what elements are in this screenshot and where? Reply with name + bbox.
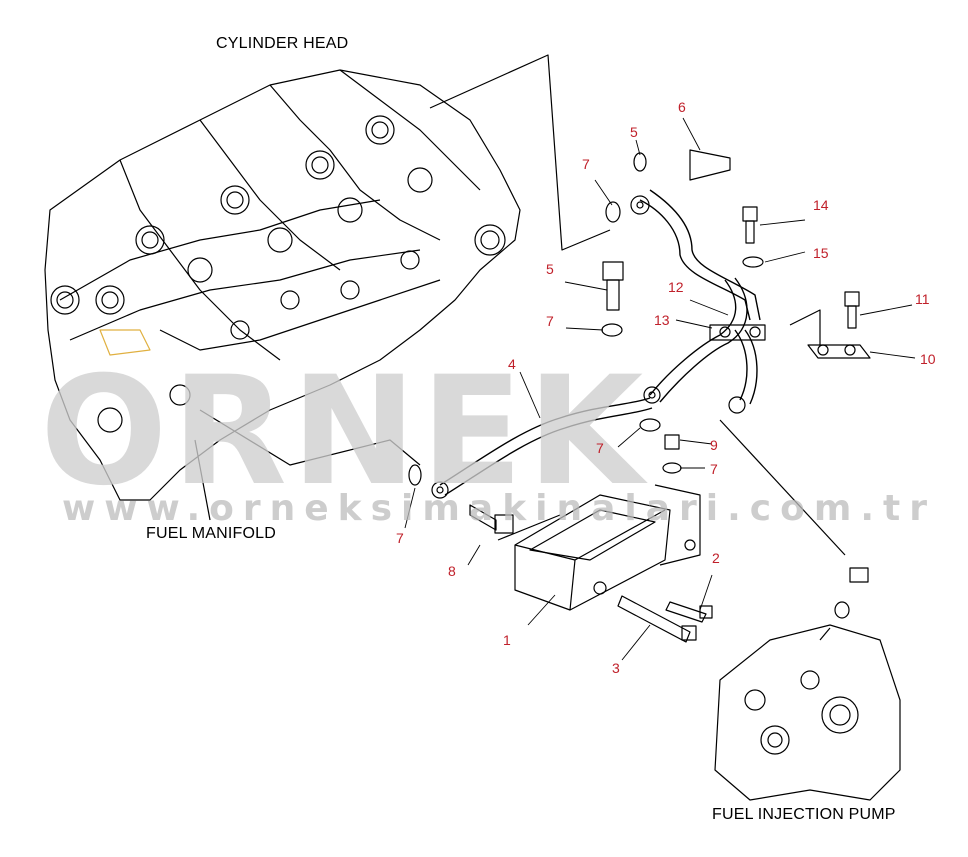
fuel-manifold-block [497, 484, 701, 611]
callout-11: 11 [915, 291, 930, 307]
callout-12: 12 [668, 279, 684, 295]
label-cylinder-head: CYLINDER HEAD [216, 35, 349, 52]
callout-1: 1 [503, 632, 511, 648]
callout-7-e: 7 [396, 530, 404, 546]
label-fuel-manifold: FUEL MANIFOLD [146, 525, 277, 542]
washers [408, 152, 850, 619]
callout-15: 15 [813, 245, 829, 261]
callout-7-d: 7 [710, 461, 718, 477]
callout-3: 3 [612, 660, 620, 676]
callout-8: 8 [448, 563, 456, 579]
bolts [469, 149, 869, 643]
callout-leaders [404, 117, 916, 661]
callout-5-upper: 5 [630, 124, 638, 140]
callout-10: 10 [920, 351, 936, 367]
callout-14: 14 [813, 197, 829, 213]
callout-7-c: 7 [596, 440, 604, 456]
cylinder-head-drawing [44, 69, 521, 501]
callout-2: 2 [712, 550, 720, 566]
callout-7-a: 7 [582, 156, 590, 172]
watermark-url: www.orneksimakinalari.com.tr [62, 488, 937, 529]
fuel-injection-pump-drawing [714, 624, 901, 801]
callout-5-lower: 5 [546, 261, 554, 277]
callout-4: 4 [508, 356, 516, 372]
callout-13: 13 [654, 312, 670, 328]
label-fuel-injection-pump: FUEL INJECTION PUMP [712, 806, 896, 823]
watermark-brand: ORNEK [40, 345, 648, 519]
callout-9: 9 [710, 437, 718, 453]
callout-6: 6 [678, 99, 686, 115]
callout-7-b: 7 [546, 313, 554, 329]
